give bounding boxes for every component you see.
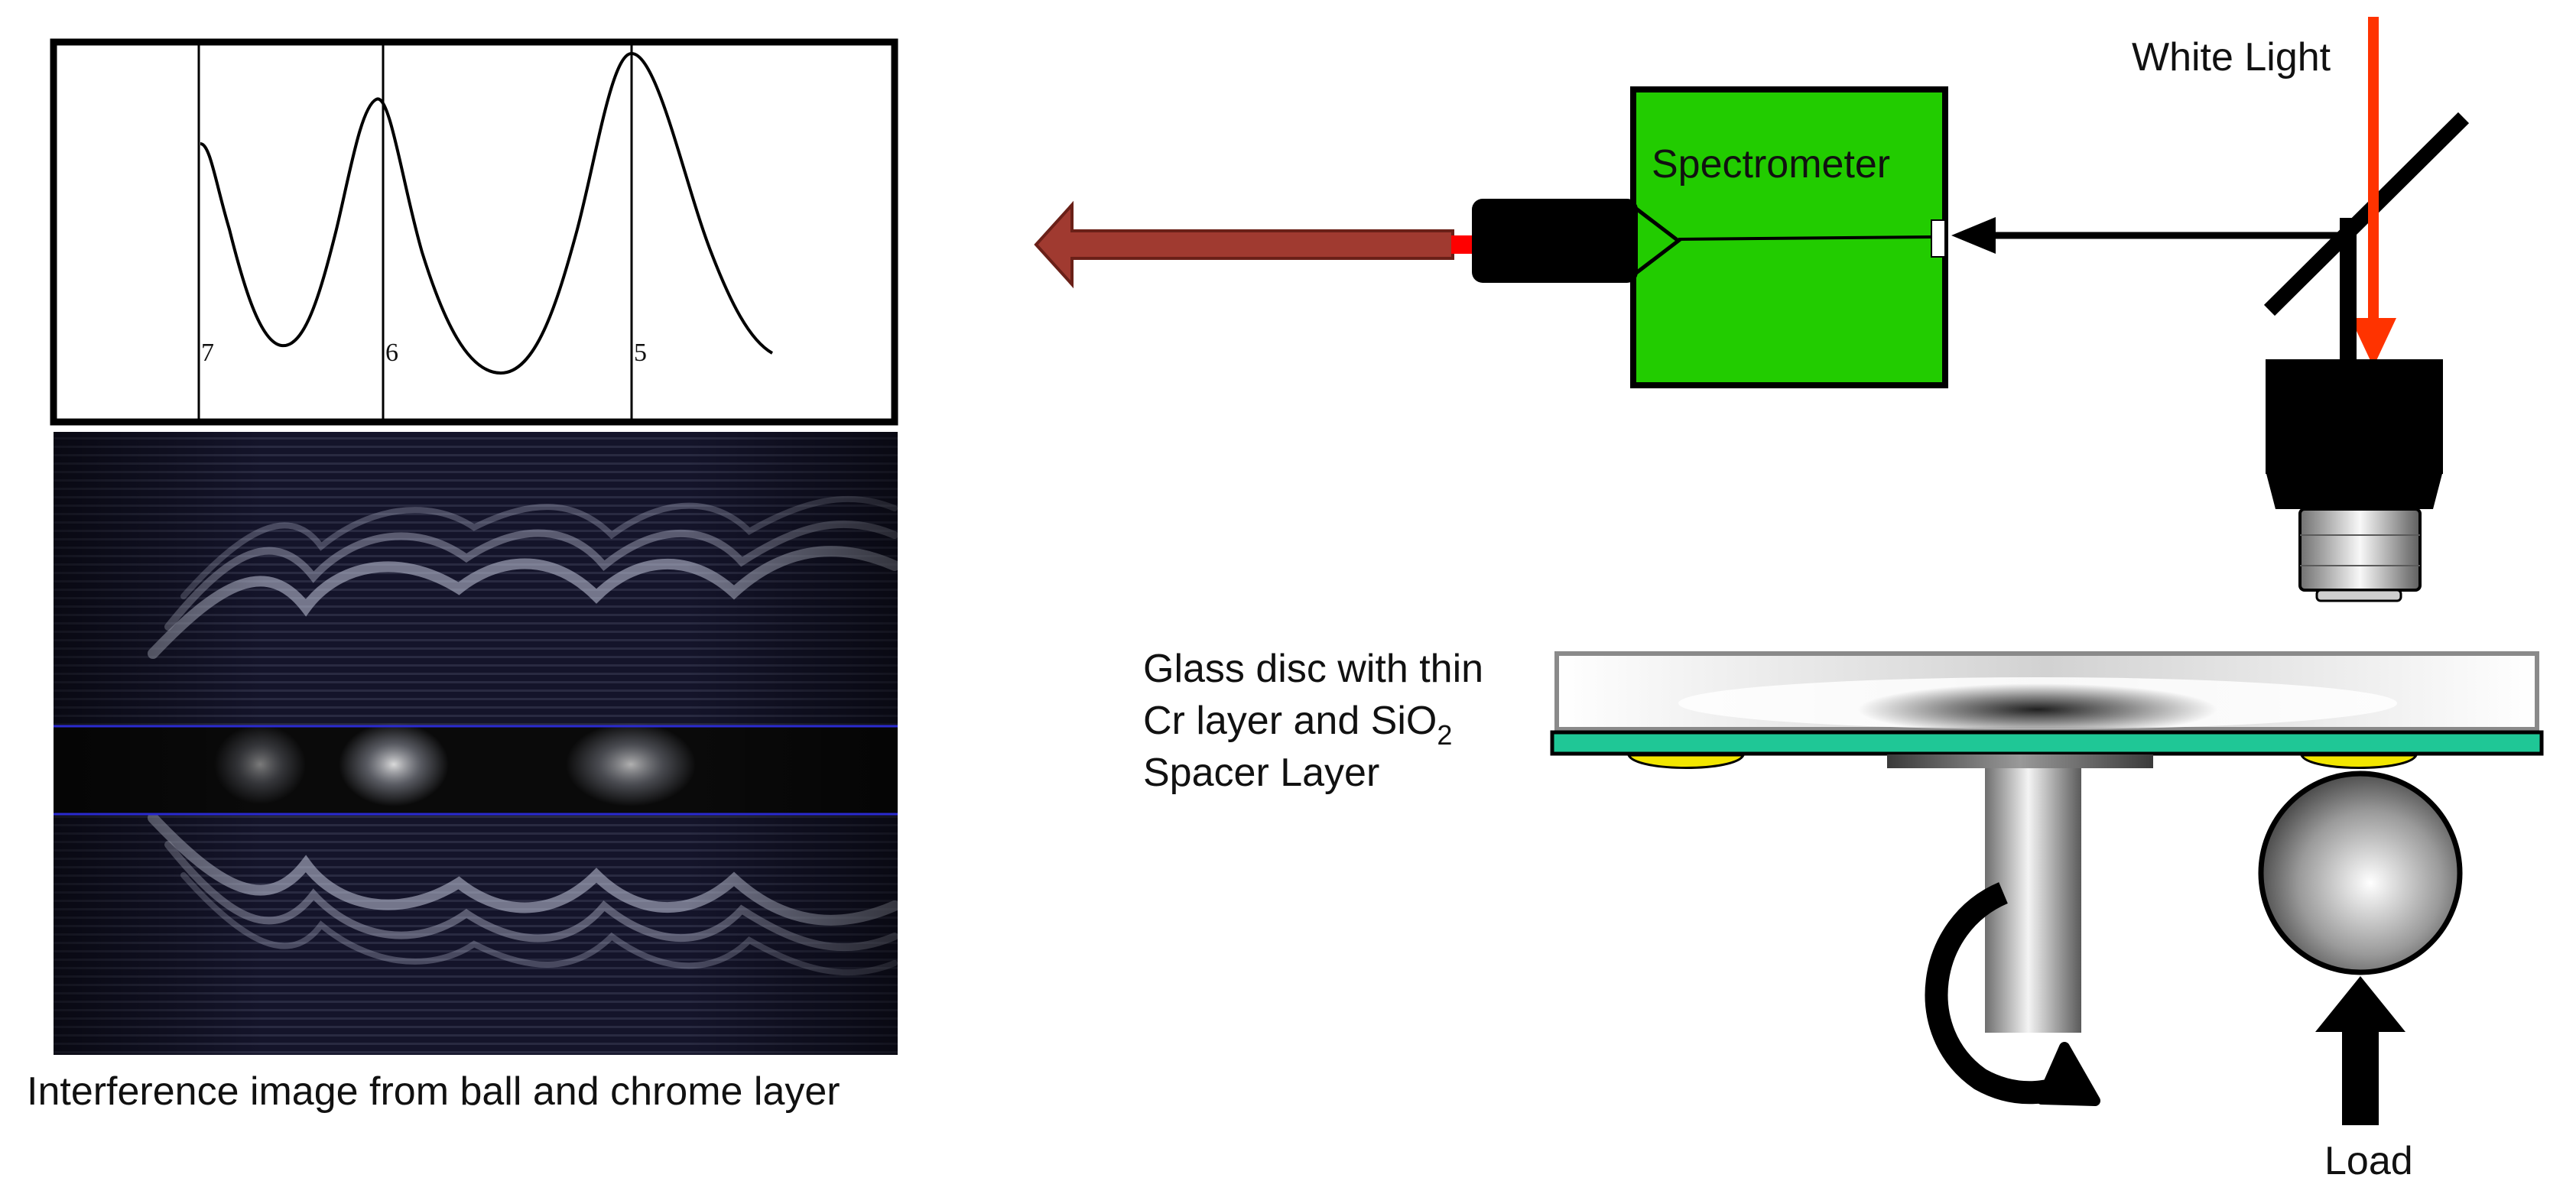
order-label-6: 6 [385, 339, 398, 367]
load-arrow [2315, 976, 2405, 1125]
objective-lens [2298, 508, 2422, 592]
spectrometer: Spectrometer [1472, 86, 1948, 388]
detector-cone [1632, 205, 1682, 277]
microscope-objective [2266, 218, 2443, 602]
beam-splitter [2263, 112, 2470, 316]
spacer-layer [1550, 730, 2544, 756]
objective-body [2266, 359, 2443, 474]
glass-disc-label-line1: Glass disc with thin [1143, 647, 1483, 691]
glass-disc [1554, 651, 2539, 732]
load-label: Load [2324, 1139, 2413, 1181]
steel-ball [2258, 771, 2463, 975]
internal-beam [1678, 235, 1932, 241]
interference-caption: Interference image from ball and chrome … [27, 1069, 840, 1114]
return-beam-arrow [1951, 217, 2346, 254]
spectrum-panel-frame [50, 38, 898, 426]
spectrometer-label: Spectrometer [1652, 142, 1890, 187]
glass-disc-shadow [1678, 677, 2397, 729]
white-light-label: White Light [2132, 35, 2331, 79]
objective-taper [2266, 471, 2443, 509]
order-label-5: 5 [634, 339, 647, 367]
white-light-arrow [2350, 17, 2396, 367]
order-label-7: 7 [201, 339, 214, 367]
rotation-arrow [1925, 882, 2100, 1106]
output-arrow [1034, 200, 1474, 289]
interference-image [54, 432, 898, 1055]
shaft-flange [1887, 754, 2153, 768]
spectrum-panel: 7 6 5 [50, 38, 898, 426]
glass-disc-label-line2: Cr layer and SiO2 [1143, 699, 1452, 751]
spectrometer-detector [1472, 199, 1638, 283]
glass-disc-label-line2-sub: 2 [1437, 719, 1452, 751]
contact-patch-right [2299, 754, 2418, 769]
contact-patch-left [1626, 754, 1746, 769]
spectrum-curve [200, 51, 774, 375]
drive-shaft [1887, 754, 2153, 1033]
glass-disc-label-line2-prefix: Cr layer and SiO [1143, 699, 1437, 743]
objective-stem [2340, 218, 2357, 359]
entrance-slit [1931, 219, 1946, 258]
interference-vignette [54, 432, 898, 1055]
glass-disc-label-line3: Spacer Layer [1143, 751, 1379, 795]
contact-patches [1626, 754, 2418, 769]
objective-tip [2315, 589, 2402, 602]
